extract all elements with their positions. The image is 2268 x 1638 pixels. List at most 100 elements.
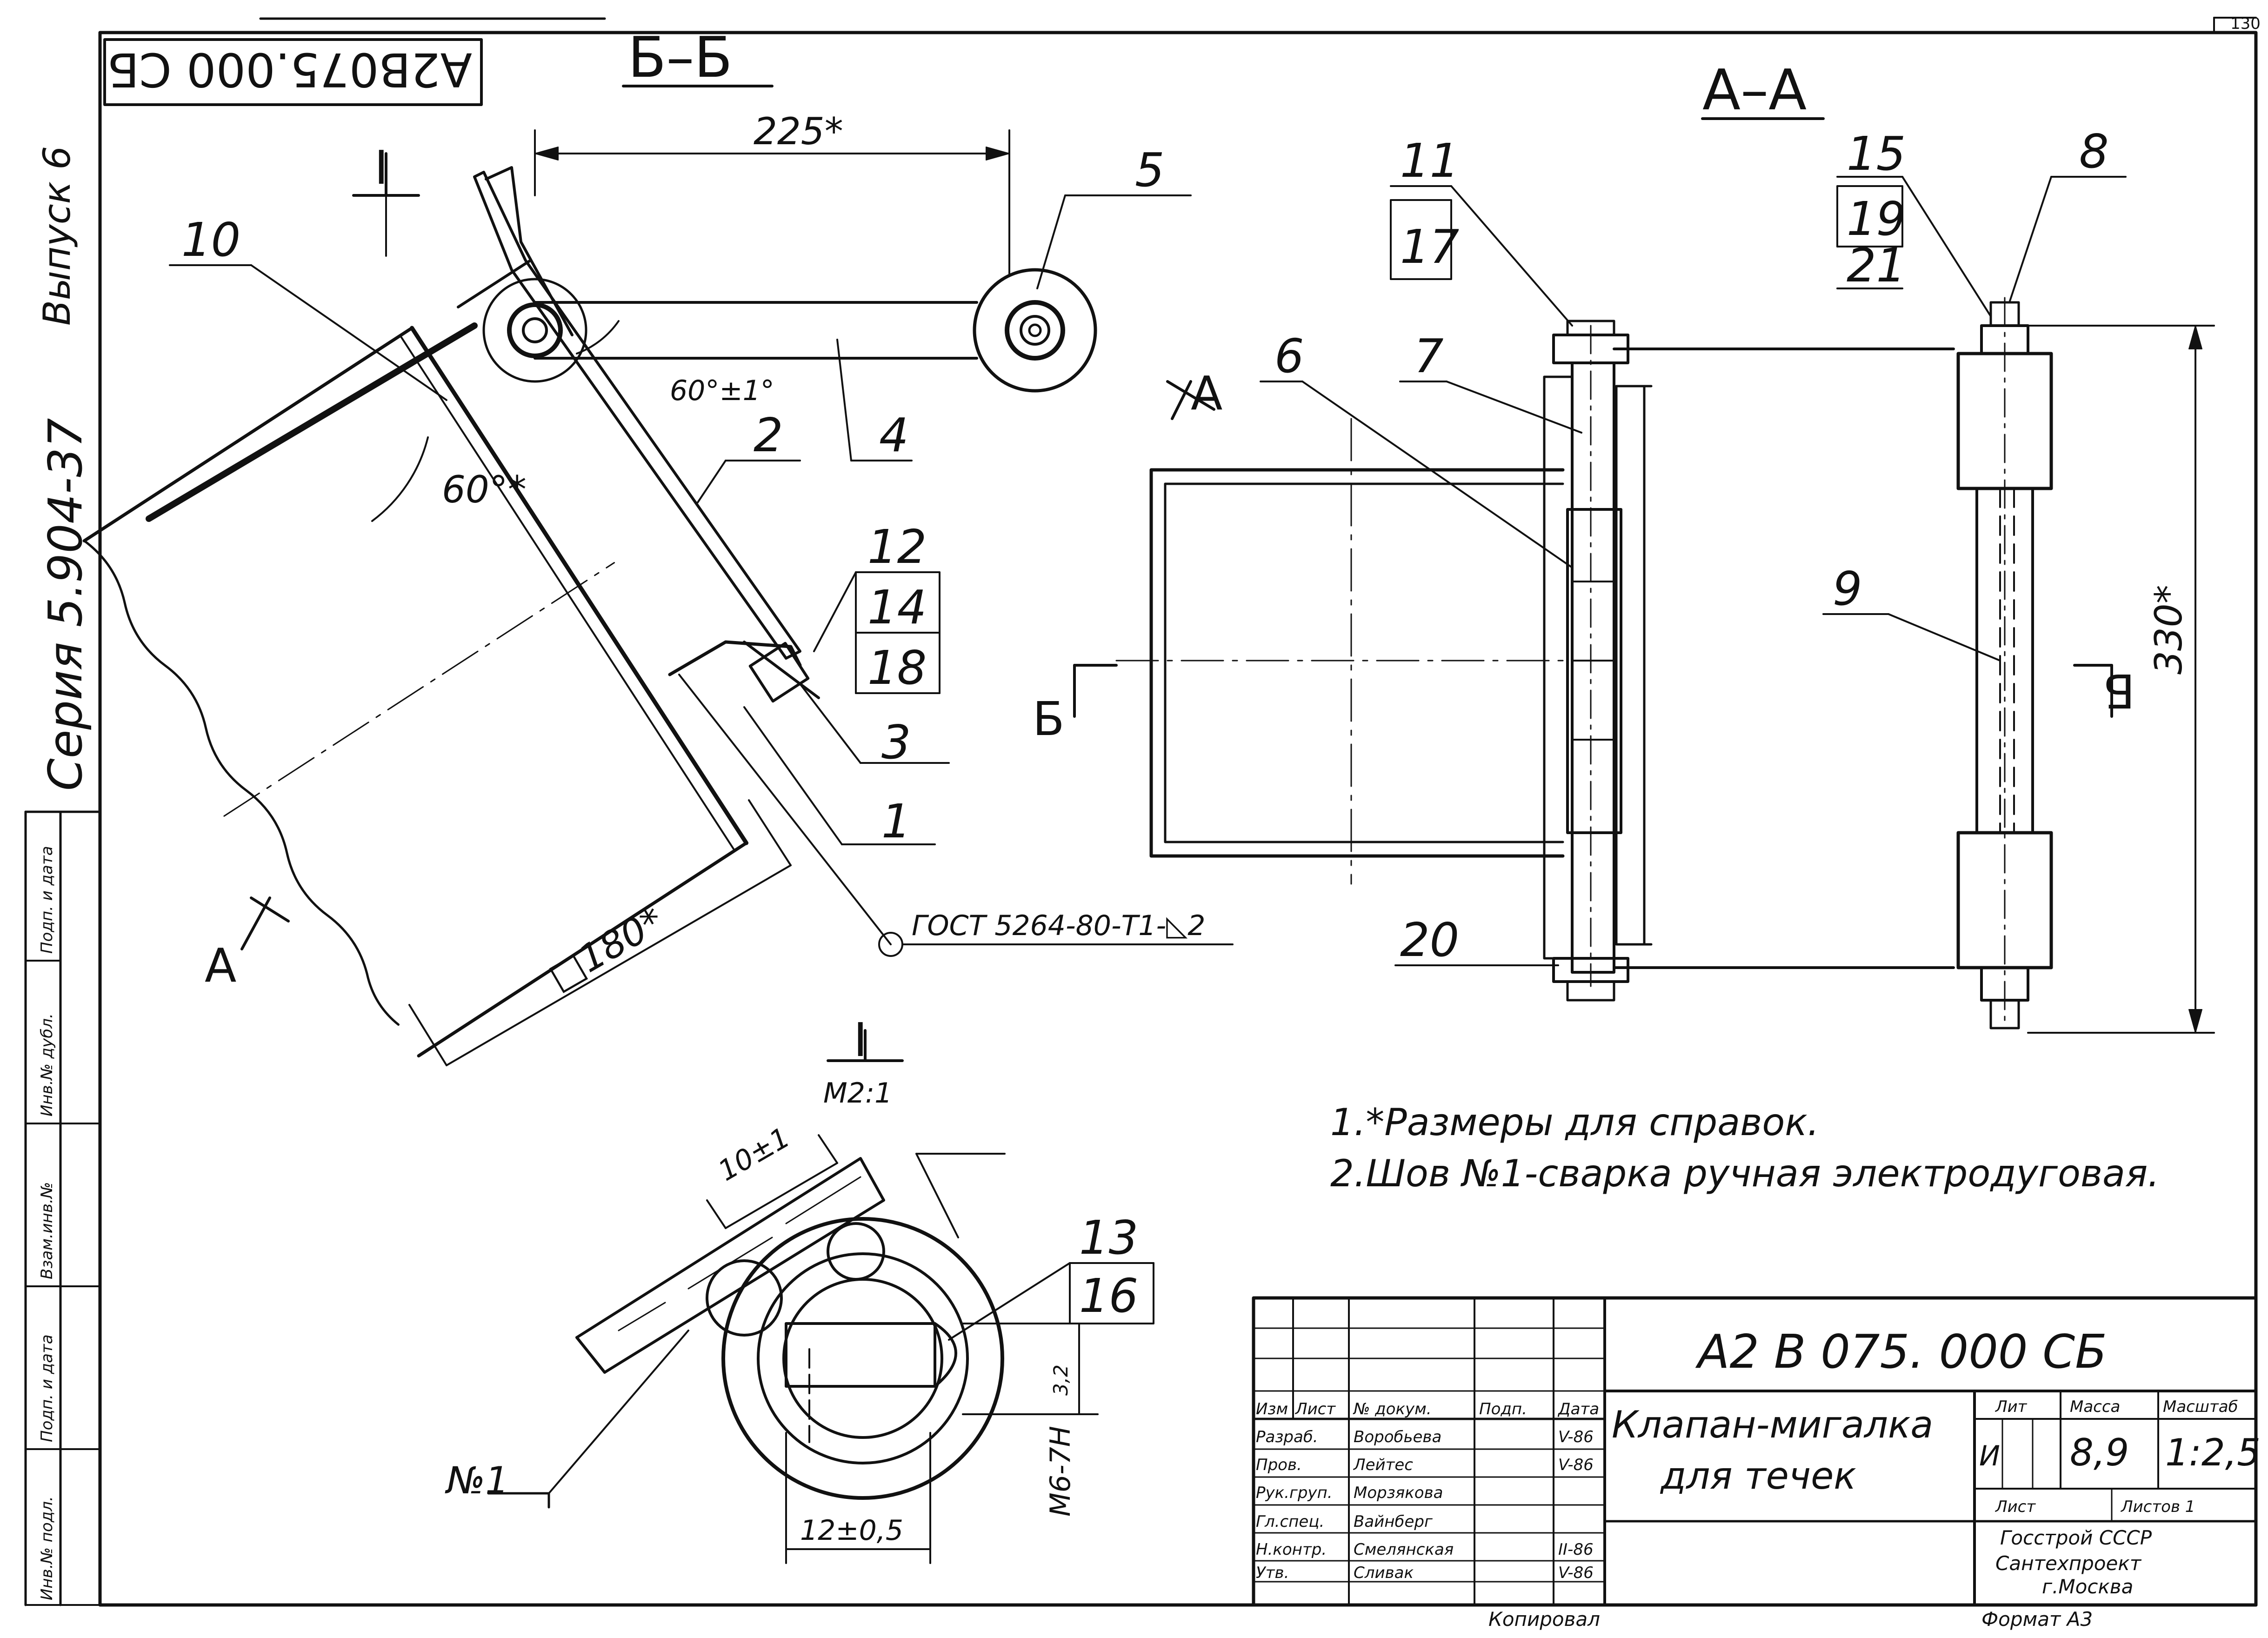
- detail-i-title: I: [854, 1013, 867, 1067]
- part-4: 4: [879, 408, 909, 462]
- side-stamp-cell: Инв.№ подл.: [38, 1496, 56, 1600]
- part-15: 15: [1847, 127, 1906, 181]
- part-18: 18: [867, 641, 927, 695]
- section-bb-title: Б–Б: [628, 26, 733, 90]
- section-bb-view: [82, 85, 1234, 1066]
- cut-b-right: Б: [2103, 663, 2135, 718]
- row-role: Пров.: [1256, 1456, 1302, 1474]
- part-6: 6: [1274, 329, 1304, 383]
- dim-180: □180*: [541, 899, 671, 999]
- lit-label: Лит: [1995, 1397, 2028, 1416]
- part-21: 21: [1847, 238, 1906, 293]
- row-role: Разраб.: [1256, 1428, 1318, 1446]
- note-1: 1.*Размеры для справок.: [1330, 1101, 1819, 1144]
- row-name: Сливак: [1354, 1564, 1414, 1582]
- detail-i-mark: I: [374, 140, 388, 195]
- hdr-doc: № докум.: [1353, 1400, 1432, 1418]
- angle-60-tol: 60°±1°: [670, 374, 774, 407]
- hdr-list: Лист: [1294, 1400, 1336, 1418]
- rotated-code-box: [103, 38, 483, 106]
- part-numbers: 1 2 3 4 5 6 7 8 9 10 11 12 13 14 15 16 1…: [181, 124, 2109, 1323]
- org-3: г.Москва: [2042, 1575, 2133, 1598]
- part-5: 5: [1135, 143, 1165, 197]
- lit-value: И: [1979, 1440, 2000, 1472]
- part-13: 13: [1079, 1210, 1138, 1265]
- section-aa-view: [1073, 117, 2215, 1034]
- cut-b-left: Б: [1033, 692, 1065, 746]
- view-a-label: А: [205, 938, 236, 993]
- part-12: 12: [867, 520, 927, 574]
- sheets-label: Листов 1: [2120, 1498, 2195, 1516]
- issue-label: Выпуск 6: [35, 146, 79, 326]
- side-stamp-cell: Подп. и дата: [38, 1334, 56, 1442]
- title-block-headers: Изм Лист № докум. Подп. Дата: [1256, 1400, 1599, 1418]
- series-label: Серия 5.904-37: [38, 418, 93, 791]
- row-name: Смелянская: [1354, 1540, 1454, 1559]
- weld-spec: ГОСТ 5264-80-Т1-◺2: [912, 909, 1205, 942]
- row-role: Н.контр.: [1256, 1540, 1327, 1559]
- row-name: Морзякова: [1354, 1484, 1443, 1502]
- section-aa-title: А–А: [1702, 58, 1807, 123]
- cut-a-label: А: [1191, 366, 1222, 421]
- part-11: 11: [1400, 134, 1459, 188]
- hdr-sign: Подп.: [1479, 1400, 1527, 1418]
- weld-no1: №1: [445, 1459, 509, 1502]
- part-10: 10: [181, 213, 240, 267]
- dim-330: 330*: [2147, 585, 2190, 675]
- row-date: II-86: [1558, 1540, 1594, 1559]
- part-20: 20: [1400, 913, 1459, 967]
- format-label: Формат А3: [1981, 1608, 2093, 1631]
- rotated-doc-code: А2В075.000 СБ: [107, 42, 472, 97]
- page-number: 130: [2230, 14, 2261, 33]
- note-2: 2.Шов №1-сварка ручная электродуговая.: [1330, 1152, 2160, 1195]
- org-2: Сантехпроект: [1995, 1552, 2142, 1575]
- side-stamp: Инв.№ подл. Подп. и дата Взам.инв.№ Инв.…: [38, 846, 56, 1600]
- mass-label: Масса: [2070, 1397, 2120, 1416]
- hdr-date: Дата: [1557, 1400, 1599, 1418]
- part-3: 3: [881, 715, 911, 769]
- dim-225: 225*: [754, 110, 843, 153]
- mass-value: 8,9: [2070, 1431, 2129, 1474]
- part-19: 19: [1847, 192, 1906, 246]
- row-role: Гл.спец.: [1256, 1512, 1324, 1531]
- row-date: V-86: [1558, 1428, 1594, 1446]
- org-1: Госстрой СССР: [2000, 1526, 2152, 1549]
- part-9: 9: [1833, 562, 1862, 616]
- detail-i-view: [487, 1029, 1154, 1564]
- dim-10: 10±1: [713, 1121, 796, 1188]
- thread-m6: М6-7Н: [1044, 1426, 1077, 1517]
- title-block-name-2: для течек: [1660, 1454, 1856, 1498]
- part-14: 14: [867, 580, 927, 635]
- title-block-rows: Разраб. Воробьева V-86 Пров. Лейтес V-86…: [1256, 1428, 1594, 1582]
- part-1: 1: [881, 794, 911, 849]
- dim-12: 12±0,5: [800, 1514, 903, 1547]
- title-block-code: А2 В 075. 000 СБ: [1695, 1324, 2107, 1379]
- row-role: Рук.груп.: [1256, 1484, 1333, 1502]
- detail-i-scale: М2:1: [823, 1077, 892, 1110]
- side-stamp-cell: Взам.инв.№: [38, 1182, 56, 1279]
- side-stamp-cell: Инв.№ дубл.: [38, 1013, 56, 1117]
- row-name: Лейтес: [1353, 1456, 1413, 1474]
- hdr-izm: Изм: [1256, 1400, 1288, 1418]
- angle-60: 60°*: [442, 468, 527, 511]
- sheet-label: Лист: [1995, 1498, 2036, 1516]
- part-7: 7: [1414, 329, 1444, 383]
- row-date: V-86: [1558, 1456, 1594, 1474]
- side-stamp-cell: Подп. и дата: [38, 846, 56, 954]
- part-8: 8: [2079, 124, 2109, 179]
- part-17: 17: [1400, 220, 1459, 274]
- part-16: 16: [1079, 1269, 1138, 1323]
- sheet-frame: [24, 17, 2258, 1607]
- scale-label: Масштаб: [2163, 1397, 2238, 1416]
- row-name: Воробьева: [1354, 1428, 1441, 1446]
- row-name: Вайнберг: [1354, 1512, 1433, 1531]
- row-role: Утв.: [1256, 1564, 1289, 1582]
- copied-label: Копировал: [1488, 1608, 1600, 1631]
- title-block: [1252, 1296, 2258, 1607]
- row-date: V-86: [1558, 1564, 1594, 1582]
- dim-32: 3,2: [1049, 1364, 1072, 1396]
- title-block-name-1: Клапан-мигалка: [1612, 1403, 1933, 1446]
- scale-value: 1:2,5: [2165, 1431, 2261, 1474]
- part-2: 2: [754, 408, 783, 462]
